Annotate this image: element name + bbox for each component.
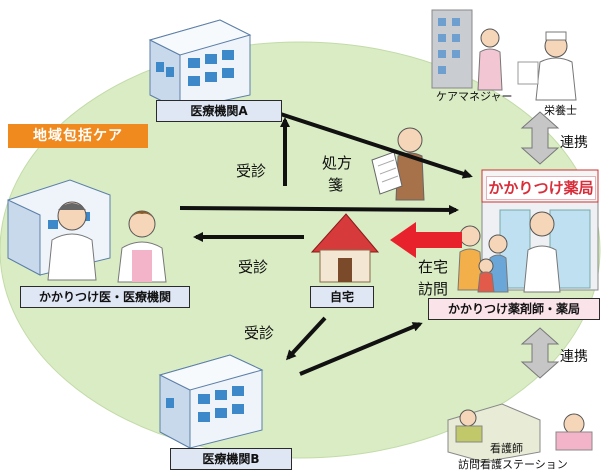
hospital-a-building-icon	[148, 19, 252, 111]
nursing-station-label: 訪問看護ステーション	[458, 458, 568, 471]
care-manager-building-icon	[431, 9, 473, 89]
hospital-b-label: 医療機関B	[170, 448, 292, 470]
doctor-icon	[47, 201, 97, 281]
home-visit-label-1: 在宅	[418, 258, 449, 276]
pharmacy-sign: かかりつけ薬局	[486, 176, 596, 200]
jushin-label-1: 受診	[236, 162, 267, 180]
nurse-icon	[117, 210, 167, 283]
nursing-station-icon	[447, 403, 593, 463]
hospital-b-building-icon	[158, 354, 264, 449]
jushin-label-2: 受診	[238, 258, 269, 276]
community-ellipse	[0, 41, 601, 459]
title-banner: 地域包括ケア	[8, 124, 148, 148]
arrow-doctor-to-pharmacy	[179, 204, 459, 215]
pharmacy-label: かかりつけ薬剤師・薬局	[428, 298, 600, 320]
collaboration-arrow-bottom-icon	[520, 327, 560, 379]
renkei-top-label: 連携	[560, 135, 588, 151]
dietitian-icon	[517, 31, 577, 101]
home-label: 自宅	[310, 286, 374, 308]
hospital-a-label: 医療機関A	[156, 100, 282, 122]
jushin-label-3: 受診	[244, 324, 275, 342]
prescription-label-2: 箋	[328, 176, 344, 194]
arrow-hospital-b-to-pharmacy	[299, 322, 423, 376]
pharmacist-icon	[523, 211, 561, 293]
arrow-jushin-down	[285, 316, 327, 361]
renkei-bottom-label: 連携	[560, 349, 588, 365]
prescription-paper-icon	[371, 151, 403, 195]
dietitian-label: 栄養士	[544, 104, 577, 117]
prescription-label-1: 処方	[322, 154, 353, 172]
elderly-patient-icon	[395, 127, 425, 201]
home-visit-red-arrow	[390, 222, 462, 258]
care-manager-label: ケアマネジャー	[436, 90, 513, 103]
family-doctor-label: かかりつけ医・医療機関	[20, 286, 190, 308]
family-visit-icon	[457, 225, 509, 293]
collaboration-arrow-top-icon	[520, 111, 560, 165]
nurse-label: 看護師	[490, 442, 523, 455]
care-manager-person-icon	[477, 28, 503, 91]
home-visit-label-2: 訪問	[418, 280, 449, 298]
arrow-hospital-a-to-pharmacy	[249, 102, 473, 179]
home-house-icon	[310, 213, 380, 283]
